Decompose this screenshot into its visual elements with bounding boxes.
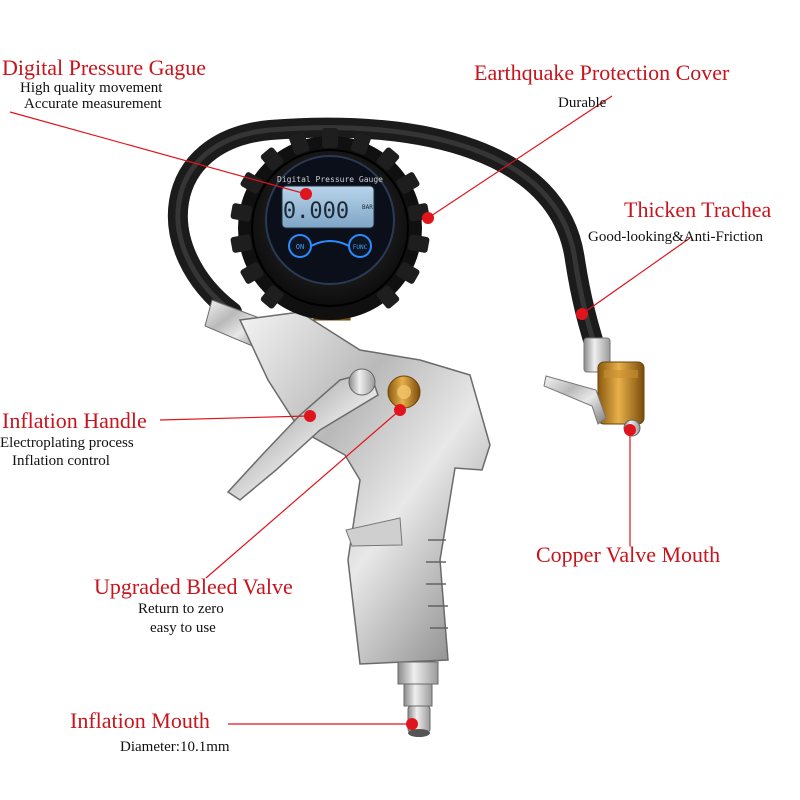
lcd-reading: 0.000 — [283, 199, 349, 224]
callout-detail: Return to zero — [138, 601, 224, 617]
gauge-brand-text: Digital Pressure Gauge — [277, 175, 383, 184]
callout-title: Upgraded Bleed Valve — [94, 574, 293, 599]
callout-title: Inflation Mouth — [70, 708, 210, 733]
callout-detail: Accurate measurement — [24, 96, 162, 112]
callout-title: Copper Valve Mouth — [536, 542, 721, 567]
callout-detail: easy to use — [150, 620, 216, 636]
callout-title: Digital Pressure Gague — [2, 55, 207, 80]
callout-detail: Diameter:10.1mm — [120, 739, 230, 755]
callout-title: Earthquake Protection Cover — [474, 60, 730, 85]
func-button: FUNC — [353, 244, 368, 251]
on-button: ON — [296, 243, 304, 251]
callout-dots — [300, 188, 636, 730]
gun-body — [238, 311, 491, 665]
callout-detail: Electroplating process — [0, 435, 134, 451]
callout-detail: High quality movement — [20, 80, 163, 96]
lcd-unit: BAR — [362, 204, 373, 211]
callout-title: Thicken Trachea — [624, 197, 772, 222]
callout-detail: Durable — [558, 95, 607, 111]
callout-detail: Good-looking&Anti-Friction — [588, 229, 763, 245]
callout-detail: Inflation control — [12, 453, 110, 469]
leader-lines — [9, 95, 691, 725]
callout-title: Inflation Handle — [2, 408, 147, 433]
gauge-housing — [230, 128, 430, 320]
